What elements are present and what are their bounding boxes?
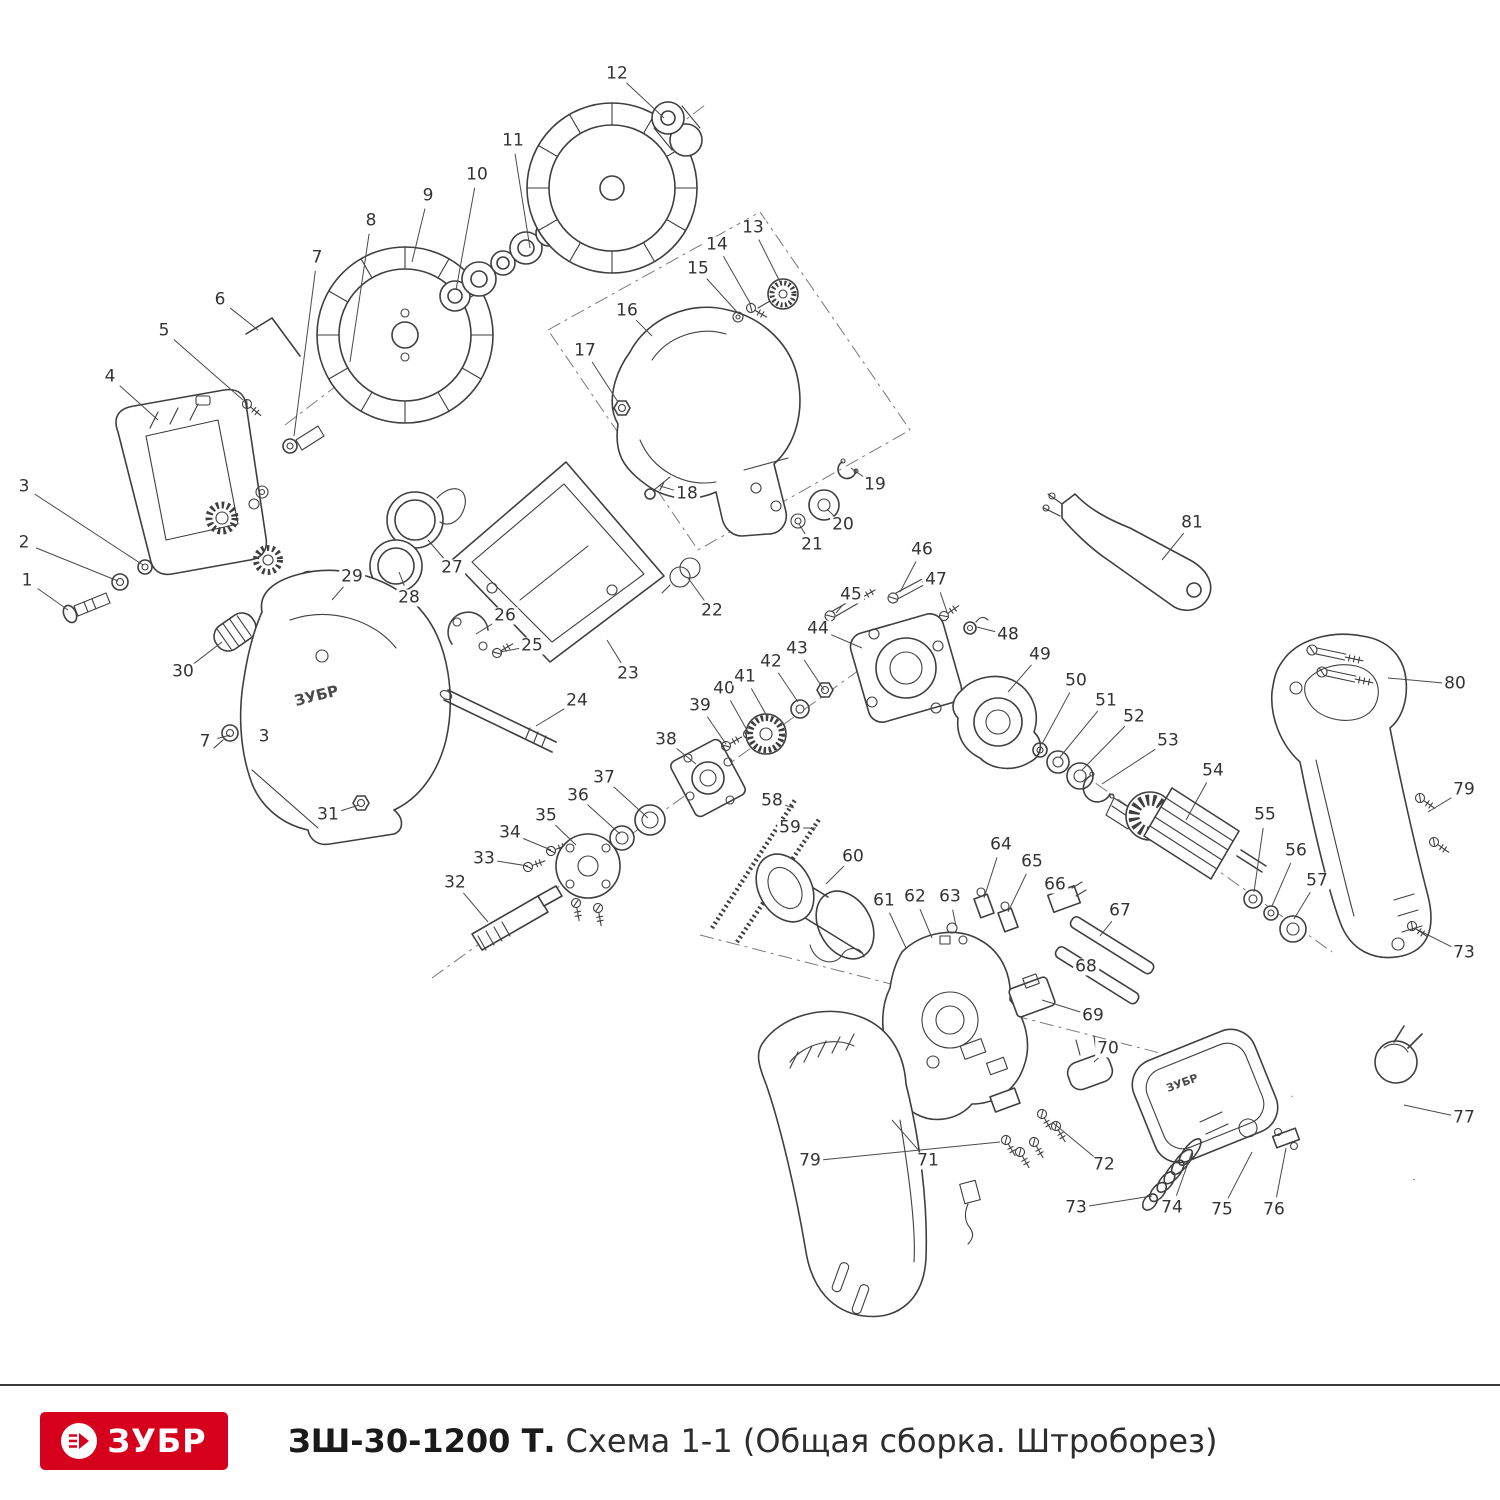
part-spring-22 <box>661 557 701 594</box>
document-title: ЗШ-30-1200 Т.Схема 1-1 (Общая сборка. Шт… <box>288 1422 1218 1460</box>
part-terminal-66 <box>1046 881 1087 914</box>
part-nut-17 <box>613 400 631 416</box>
part-guard-29: ЗУБР <box>239 569 451 846</box>
part-motor-housing-61-62 <box>881 931 1029 1121</box>
part-lock-washers <box>205 501 283 575</box>
part-nut-31 <box>352 795 370 811</box>
part-clamp-26 <box>447 611 489 651</box>
part-trigger-parts <box>959 1087 1021 1245</box>
part-cord-clamp-76 <box>1271 1127 1301 1151</box>
part-dust-elbow-27 <box>386 488 466 549</box>
part-wrench-81 <box>1042 492 1212 611</box>
part-ring-28 <box>369 539 423 593</box>
part-brush-65 <box>997 901 1019 933</box>
part-screw-25 <box>490 639 516 660</box>
part-knob-13 <box>757 278 799 310</box>
part-washer-42 <box>790 699 810 719</box>
part-screw-39 <box>719 732 745 753</box>
part-hex-key-6 <box>245 317 301 357</box>
part-washers-55-57 <box>1243 889 1307 943</box>
part-screw-79e <box>1027 1135 1048 1161</box>
part-small-parts-63 <box>939 922 968 945</box>
part-gear-housing-44 <box>849 613 963 723</box>
part-screw-46 <box>885 568 942 606</box>
part-front-handle-71 <box>757 1010 928 1318</box>
part-bearing-37 <box>634 804 666 836</box>
power-plug <box>1374 1040 1418 1084</box>
part-base-plate-23 <box>451 461 665 663</box>
part-cover-49 <box>952 675 1042 770</box>
part-bolt-1-2-3 <box>62 559 153 624</box>
part-power-cord-77 <box>1291 1025 1423 1217</box>
part-bolt-48 <box>963 616 989 635</box>
part-screw-33 <box>521 856 548 874</box>
footer: ЗУБР ЗШ-30-1200 Т.Схема 1-1 (Общая сборк… <box>0 1406 1500 1476</box>
part-stator-60 <box>755 853 875 963</box>
part-screw-45 <box>822 585 879 624</box>
zubr-emblem-icon <box>61 1423 98 1459</box>
part-spring-58 <box>710 798 797 930</box>
part-bearings-50-53 <box>1032 742 1115 803</box>
part-screw-35b <box>592 902 607 928</box>
part-handle-4 <box>115 388 268 576</box>
part-spindle-24 <box>439 689 557 753</box>
part-guard-16 <box>611 306 801 537</box>
part-screw-79d <box>1013 1145 1034 1171</box>
part-screw-79b <box>1427 835 1452 857</box>
part-depth-stop-19-21 <box>790 458 859 529</box>
part-bearing-36 <box>609 825 635 851</box>
part-spindle-32 <box>471 885 563 951</box>
part-nut-43 <box>816 682 834 698</box>
part-switch-69 <box>1008 973 1056 1018</box>
part-gear-41 <box>745 713 787 755</box>
part-capacitor-70 <box>1066 1035 1114 1091</box>
part-rear-handle-right <box>1270 633 1432 959</box>
footer-divider <box>0 1384 1500 1386</box>
brand-name: ЗУБР <box>107 1422 207 1460</box>
schema-title: Схема 1-1 (Общая сборка. Штроборез) <box>565 1422 1218 1460</box>
zubr-logo: ЗУБР <box>40 1412 228 1470</box>
part-screw-47 <box>937 601 962 623</box>
part-motor-cover-74: ЗУБР <box>1131 1028 1279 1164</box>
part-plate-38 <box>670 738 746 818</box>
part-screw-72b <box>1049 1119 1070 1145</box>
part-screw-18 <box>644 476 671 500</box>
model-number: ЗШ-30-1200 Т. <box>288 1422 556 1460</box>
part-brush-64 <box>973 887 995 919</box>
part-screw-35a <box>570 897 585 923</box>
part-washer-15 <box>732 311 744 323</box>
part-flange-35 <box>555 833 621 899</box>
part-armature-54 <box>1105 787 1267 880</box>
part-screw-79a <box>1413 791 1438 813</box>
part-plate-67 <box>1069 916 1155 975</box>
